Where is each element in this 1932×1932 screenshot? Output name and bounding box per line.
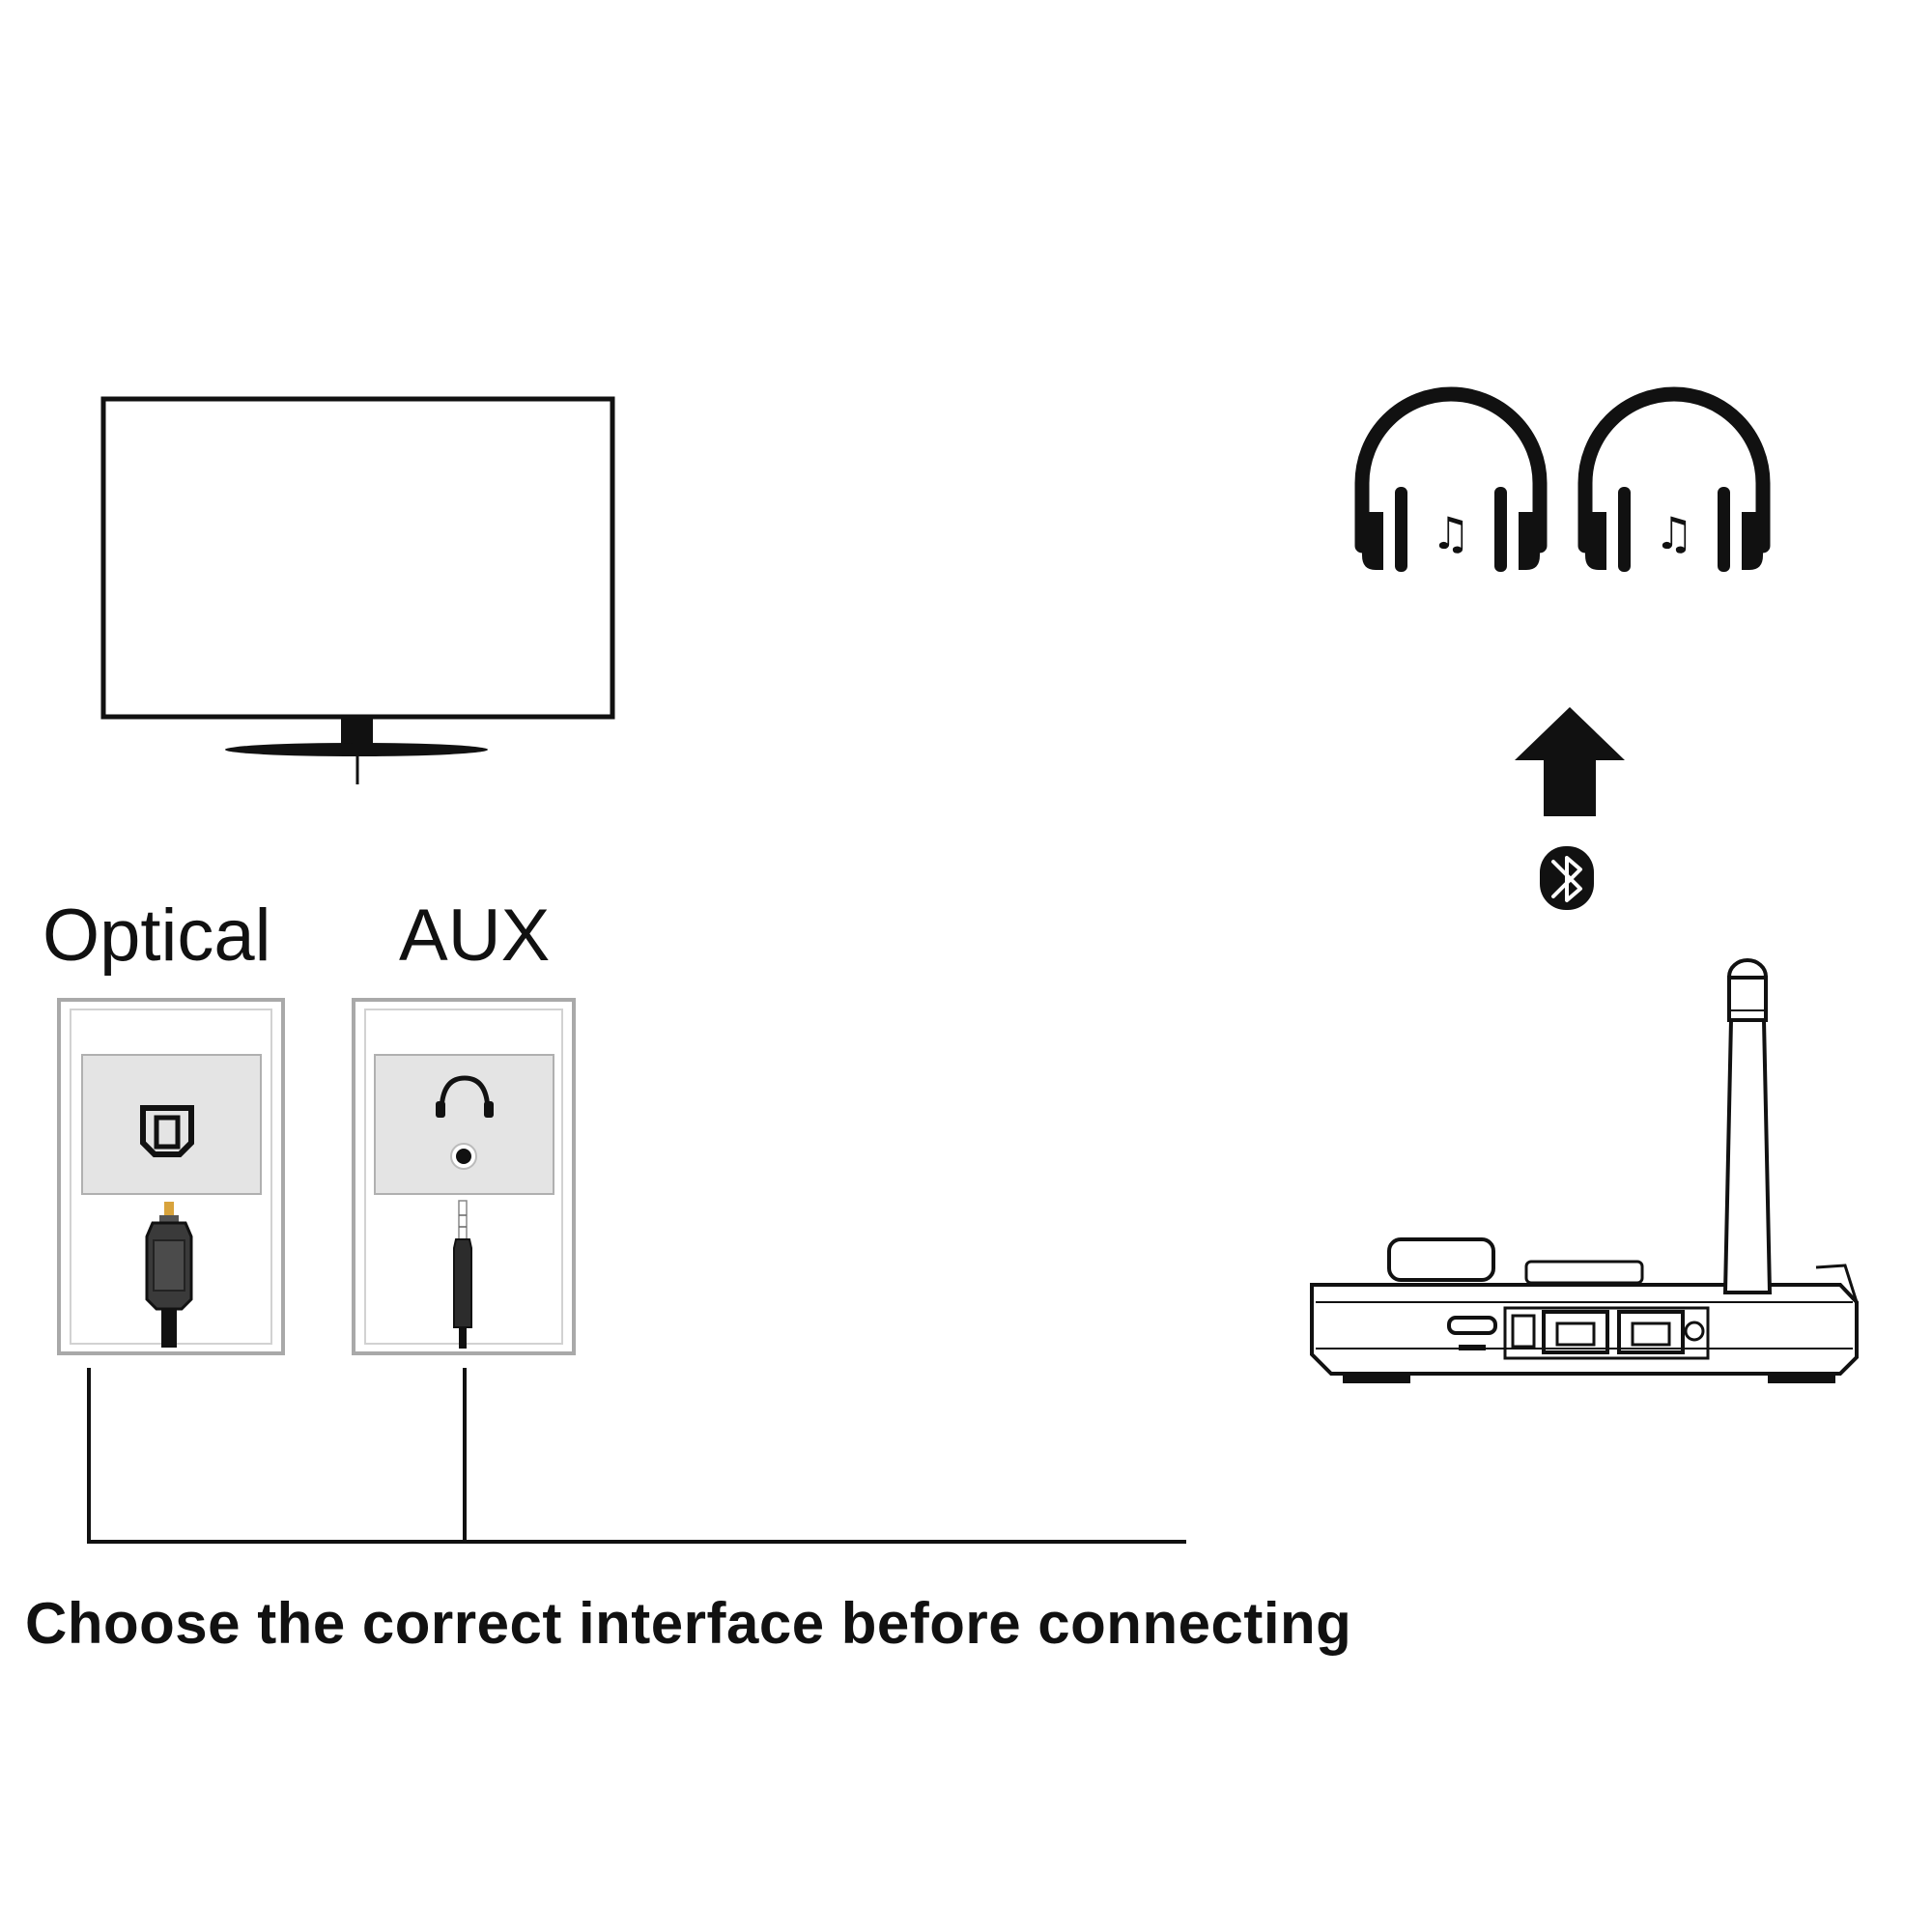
headphone-jack-icon	[436, 1075, 494, 1170]
instruction-caption: Choose the correct interface before conn…	[25, 1591, 1351, 1656]
headphones-music-icon: ♫	[1354, 386, 1548, 572]
aux-label: AUX	[399, 895, 550, 977]
optical-port-panel	[57, 998, 285, 1355]
svg-text:♫: ♫	[1431, 507, 1470, 559]
bluetooth-transmitter-icon	[1310, 958, 1859, 1383]
svg-text:♫: ♫	[1654, 507, 1693, 559]
toslink-port-icon	[140, 1105, 194, 1157]
tv-icon	[100, 396, 615, 784]
optical-label: Optical	[43, 895, 271, 977]
headphones-music-icon: ♫	[1577, 386, 1771, 572]
aux-port-panel	[352, 998, 576, 1355]
bluetooth-icon	[1540, 846, 1594, 910]
optical-plug-icon	[145, 1202, 193, 1348]
connector-lines	[87, 1368, 1186, 1544]
arrow-up-icon	[1515, 707, 1625, 816]
aux-plug-icon	[453, 1200, 472, 1349]
